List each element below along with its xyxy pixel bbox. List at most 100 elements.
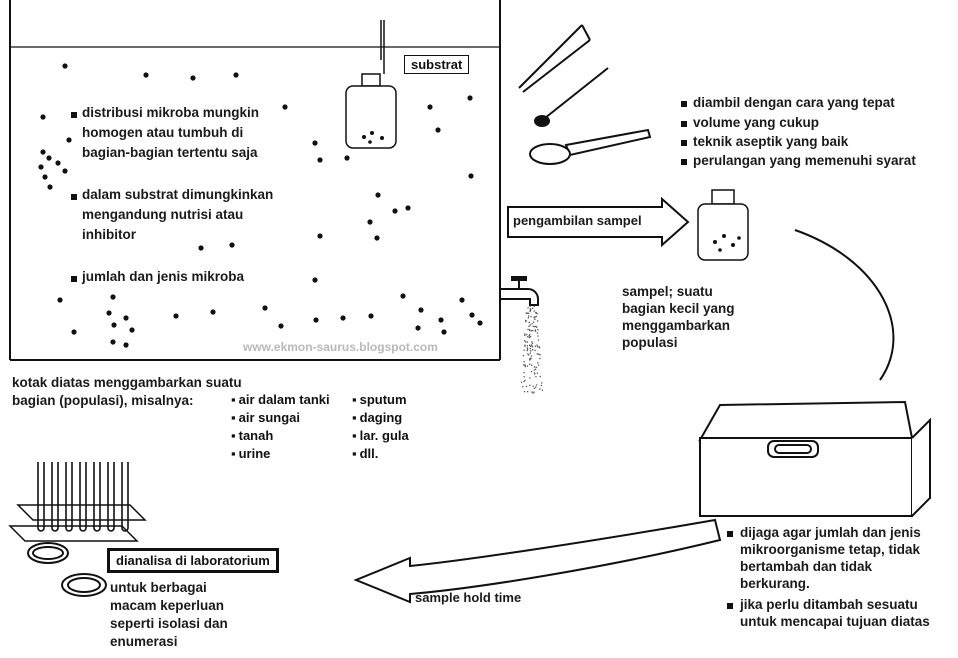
water-droplet xyxy=(533,321,535,323)
tank-note-line: inhibitor xyxy=(82,227,136,242)
microbe-dot xyxy=(71,329,77,335)
storage-note-line: dijaga agar jumlah dan jenis xyxy=(740,525,921,540)
water-droplet xyxy=(527,336,529,338)
water-droplet xyxy=(523,340,526,342)
water-droplet xyxy=(527,312,530,315)
water-droplet xyxy=(529,384,531,386)
water-droplet xyxy=(523,391,526,393)
microbe-dot xyxy=(438,317,444,323)
water-droplet xyxy=(537,362,539,364)
water-droplet xyxy=(530,350,532,352)
sample-caption-line: bagian kecil yang xyxy=(622,301,735,316)
microbe-dot xyxy=(282,104,288,110)
microbe-dot xyxy=(40,149,46,155)
water-stream xyxy=(520,305,543,394)
microbe-dot xyxy=(427,104,433,110)
water-droplet xyxy=(523,349,525,351)
water-droplet xyxy=(531,323,533,325)
water-droplet xyxy=(528,315,530,317)
microbe-dot xyxy=(441,329,447,335)
sampling-spoon-icon xyxy=(529,128,652,165)
microbe-dot xyxy=(110,294,116,300)
water-droplet xyxy=(526,349,528,352)
storage-box-icon xyxy=(698,400,931,517)
water-droplet xyxy=(530,370,533,373)
water-droplet xyxy=(535,315,537,318)
microbe-dot xyxy=(469,312,475,318)
water-droplet xyxy=(529,334,531,336)
microbe-dot xyxy=(40,114,46,120)
water-droplet xyxy=(524,345,526,347)
sample-caption-line: menggambarkan xyxy=(622,318,731,333)
water-droplet xyxy=(523,371,525,374)
tweezers-icon xyxy=(518,24,591,93)
water-droplet xyxy=(523,380,525,383)
criteria-item: perulangan yang memenuhi syarat xyxy=(693,153,916,168)
microbe-dot xyxy=(392,208,398,214)
microbe-dot xyxy=(262,305,268,311)
water-droplet xyxy=(527,353,529,355)
water-droplet xyxy=(537,329,539,331)
microbe-dot xyxy=(106,310,112,316)
water-droplet xyxy=(523,364,525,366)
example-item: air sungai xyxy=(231,410,300,426)
test-tube-rack-icon xyxy=(8,462,147,542)
faucet-icon xyxy=(499,276,539,306)
water-droplet xyxy=(530,315,532,318)
water-droplet xyxy=(520,381,523,383)
water-droplet xyxy=(532,392,534,394)
water-droplet xyxy=(533,387,535,390)
water-droplet xyxy=(530,345,532,347)
water-droplet xyxy=(529,358,531,361)
water-droplet xyxy=(528,321,530,324)
sample-bottle xyxy=(697,189,749,261)
water-droplet xyxy=(529,377,531,379)
test-tube xyxy=(79,462,87,532)
microbe-dot xyxy=(278,323,284,329)
hold-time-label: sample hold time xyxy=(415,590,522,605)
petri-dish-icon xyxy=(27,542,107,597)
water-droplet xyxy=(536,353,538,355)
water-droplet xyxy=(524,333,526,335)
microbe-dot xyxy=(110,339,116,345)
water-droplet xyxy=(530,357,532,360)
water-droplet xyxy=(539,354,541,356)
microbe-dot xyxy=(47,184,53,190)
example-item: urine xyxy=(231,446,271,462)
water-droplet xyxy=(531,364,533,366)
curved-connector xyxy=(794,229,895,381)
water-droplet xyxy=(524,319,527,322)
water-droplet xyxy=(537,339,540,341)
water-droplet xyxy=(533,366,536,368)
sampling-arrow-label: pengambilan sampel xyxy=(513,213,642,228)
water-droplet xyxy=(526,347,528,349)
storage-note-line: untuk mencapai tujuan diatas xyxy=(740,614,930,629)
storage-note-line: mikroorganisme tetap, tidak xyxy=(740,542,921,557)
water-droplet xyxy=(539,375,541,378)
water-droplet xyxy=(528,325,530,327)
microbe-dot xyxy=(233,72,239,78)
water-droplet xyxy=(534,330,537,332)
criteria-item: teknik aseptik yang baik xyxy=(693,134,849,149)
microbe-dot xyxy=(312,277,318,283)
bullet-icon xyxy=(681,101,687,107)
water-droplet xyxy=(540,384,543,387)
water-droplet xyxy=(527,391,529,393)
storage-note-line: bertambah dan tidak xyxy=(740,559,873,574)
storage-note-line: jika perlu ditambah sesuatu xyxy=(740,597,918,612)
water-droplet xyxy=(526,348,529,350)
microbe-dot xyxy=(418,307,424,313)
water-droplet xyxy=(529,348,531,350)
water-droplet xyxy=(524,334,526,337)
microbe-dot xyxy=(468,173,474,179)
water-droplet xyxy=(532,307,534,309)
microbe-dot xyxy=(467,95,473,101)
water-droplet xyxy=(526,333,528,336)
tank-note-line: homogen atau tumbuh di xyxy=(82,125,244,140)
water-droplet xyxy=(541,389,543,391)
water-droplet xyxy=(529,310,531,313)
test-tube xyxy=(121,462,129,532)
watermark: www.ekmon-saurus.blogspot.com xyxy=(243,340,438,354)
lab-caption-line: untuk berbagai xyxy=(110,580,207,595)
microbe-dot xyxy=(367,219,373,225)
